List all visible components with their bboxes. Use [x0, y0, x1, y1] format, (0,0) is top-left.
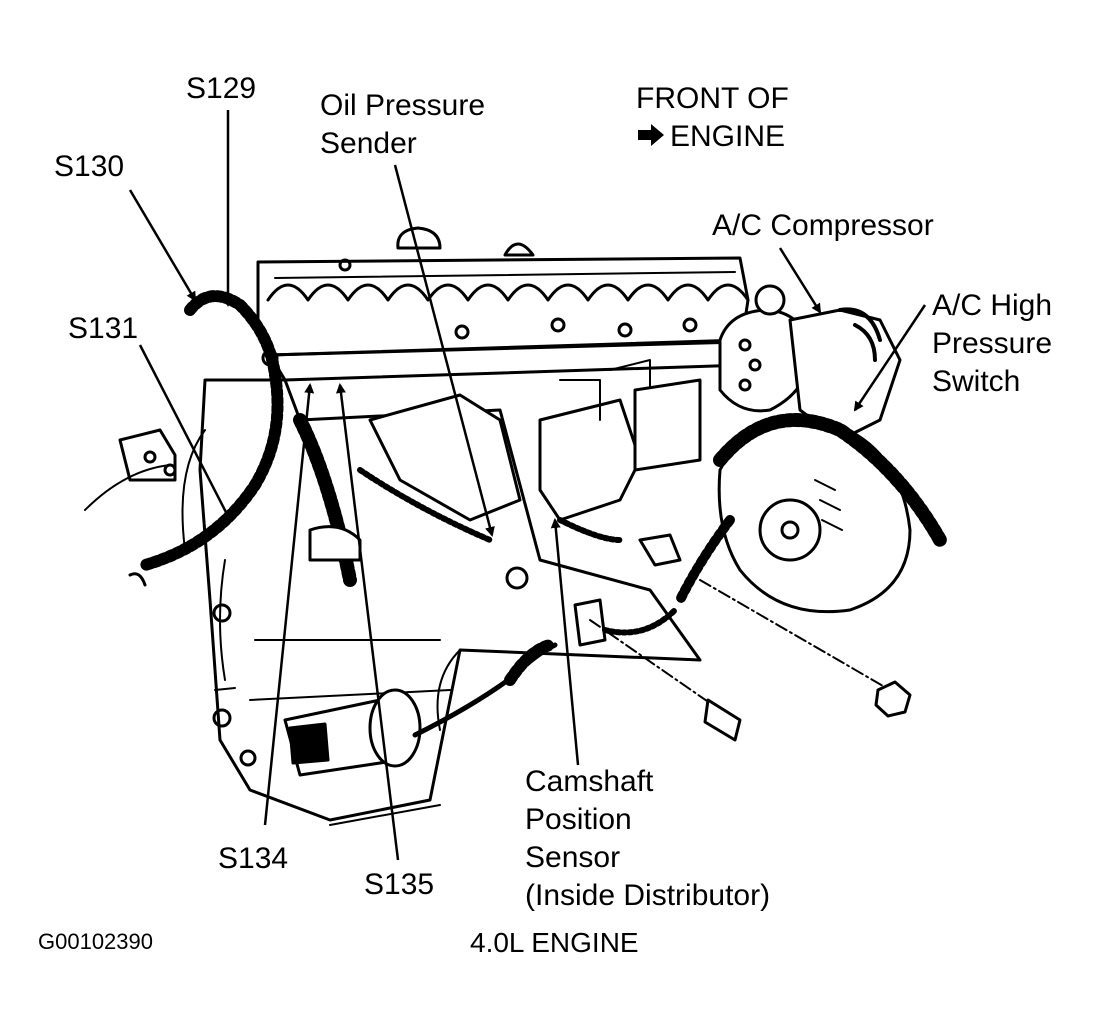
label-line-text: ENGINE — [670, 120, 786, 153]
leader-camshaft-position-sensor — [550, 518, 580, 766]
label-ac-high-pressure-switch: A/C High Pressure Switch — [932, 287, 1052, 401]
leader-ac-compressor — [778, 247, 822, 314]
bolt — [703, 698, 742, 742]
label-ac-compressor: A/C Compressor — [712, 209, 934, 242]
label-s131: S131 — [68, 312, 139, 345]
valve-cover-ribs — [266, 283, 750, 302]
distributor — [538, 398, 642, 522]
label-line: FRONT OF — [636, 82, 789, 115]
wiring-harness-right — [713, 413, 947, 547]
leader-s131 — [138, 344, 232, 522]
breather-fitting — [503, 242, 535, 257]
label-line: Sensor — [525, 841, 621, 874]
label-line: Pressure — [932, 327, 1053, 360]
label-line: A/C High — [932, 289, 1053, 322]
leader-s135 — [336, 383, 400, 861]
label-front-of-engine: FRONT OF ENGINE — [636, 80, 789, 156]
leader-ac-high-pressure-switch — [853, 304, 927, 412]
leader-s134 — [263, 383, 315, 826]
leader-s130 — [128, 189, 197, 302]
label-line: Camshaft — [525, 765, 654, 798]
label-line: Oil Pressure — [320, 89, 486, 122]
figure-id: G00102390 — [38, 929, 153, 954]
label-s129: S129 — [186, 72, 257, 105]
label-line: Sender — [320, 127, 417, 160]
label-line: (Inside Distributor) — [525, 879, 771, 912]
label-line: Position — [525, 803, 632, 836]
figure-caption: 4.0L ENGINE — [470, 927, 639, 958]
leader-lines — [128, 110, 927, 861]
label-line: Switch — [932, 365, 1021, 398]
right-arrow-icon — [638, 124, 664, 147]
label-s130: S130 — [54, 150, 125, 183]
engine-illustration — [84, 226, 947, 826]
label-oil-pressure-sender: Oil Pressure Sender — [320, 87, 485, 163]
label-camshaft-position-sensor: Camshaft Position Sensor (Inside Distrib… — [525, 763, 770, 915]
label-s134: S134 — [218, 842, 289, 875]
label-line: ENGINE — [638, 118, 789, 156]
wiring-harness-left — [139, 290, 284, 571]
oil-filler-cap — [396, 226, 442, 250]
leader-oil-pressure-sender — [393, 164, 495, 537]
label-s135: S135 — [364, 868, 435, 901]
